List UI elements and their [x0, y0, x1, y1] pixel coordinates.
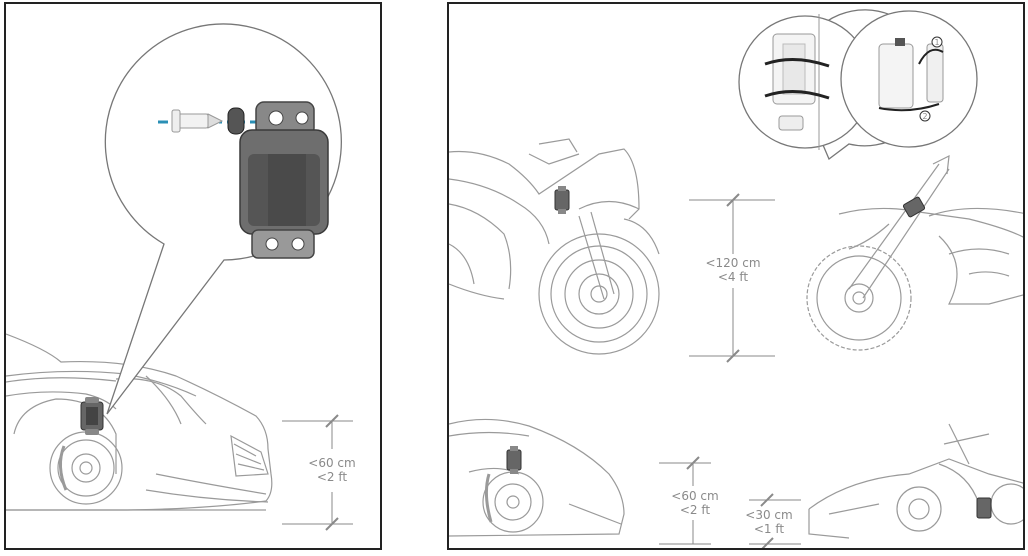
kart-height-metric: <30 cm — [745, 508, 793, 522]
height-dimension — [282, 414, 353, 531]
kart-height-imperial: <1 ft — [753, 522, 785, 536]
screw — [171, 109, 224, 133]
race-car — [449, 418, 625, 537]
tracker-on-bike — [554, 186, 570, 214]
height-imperial: <2 ft — [316, 470, 348, 484]
install-steps-detail — [878, 36, 944, 122]
tracker-on-kart — [976, 497, 992, 519]
vehicle-mounting-panel: <120 cm <4 ft <60 cm <2 ft <30 cm <1 ft … — [447, 2, 1025, 550]
go-kart — [808, 423, 1023, 539]
moto-height-imperial: <4 ft — [717, 270, 749, 284]
car-height-label: <60 cm <2 ft — [665, 489, 725, 517]
moto-height-label: <120 cm <4 ft — [703, 256, 763, 284]
tracker-on-dirt-bike — [902, 196, 926, 218]
tracker-device-large — [239, 101, 329, 259]
tracker-device-small — [80, 397, 104, 435]
car-height-imperial: <2 ft — [679, 503, 711, 517]
car-mounting-panel: <60 cm <2 ft — [4, 2, 382, 550]
tracker-on-car — [506, 446, 522, 474]
moto-height-dimension — [689, 193, 775, 363]
height-metric: <60 cm — [308, 456, 356, 470]
washer — [227, 107, 245, 135]
sport-bike — [449, 138, 660, 355]
car-outline — [6, 333, 273, 511]
strap-mount-detail — [764, 14, 830, 150]
car-illustration — [6, 23, 353, 531]
step-2-label: 2 — [922, 112, 928, 121]
step-1-label: 1 — [934, 38, 940, 47]
vehicles-illustration — [449, 9, 1023, 548]
wheel — [49, 431, 123, 505]
car-height-metric: <60 cm — [671, 489, 719, 503]
height-label: <60 cm <2 ft — [302, 456, 362, 484]
dirt-bike — [806, 154, 1023, 351]
moto-height-metric: <120 cm — [705, 256, 761, 270]
car-height-dimension — [659, 456, 711, 545]
kart-height-dimension — [749, 493, 801, 548]
kart-height-label: <30 cm <1 ft — [739, 508, 799, 536]
